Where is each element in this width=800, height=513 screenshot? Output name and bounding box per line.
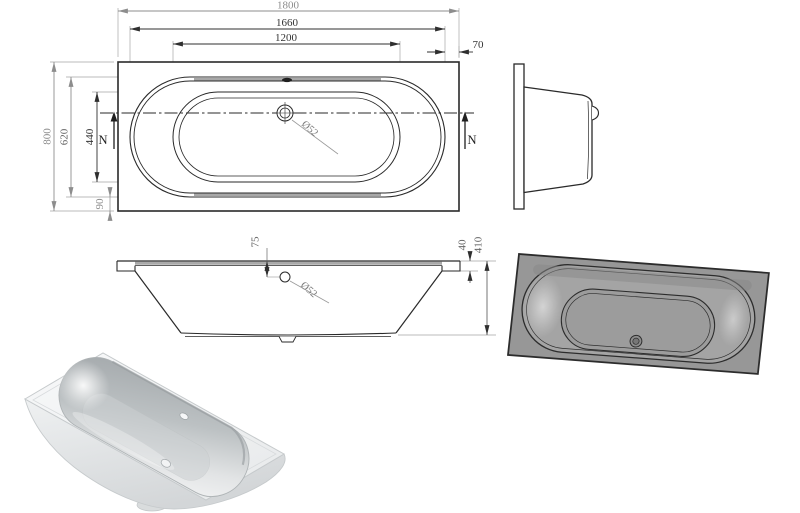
- iso-bottom-inner: [565, 293, 711, 353]
- end-body: [523, 86, 593, 194]
- iso-far-wall-shade: [533, 264, 752, 291]
- section-arrow-right: [461, 111, 469, 149]
- end-wall-line: [587, 100, 589, 180]
- render-gloss-left: [56, 360, 110, 411]
- side-waste-boss: [278, 336, 297, 343]
- side-bottom: [180, 332, 397, 336]
- dim-40: 40: [457, 239, 469, 251]
- iso-shaded-view: [506, 253, 770, 375]
- dim-620: 620: [59, 128, 71, 145]
- dim-75: 75: [250, 236, 262, 248]
- dim-1800: 1800: [277, 0, 300, 12]
- side-overflow-diameter: Ø52: [298, 280, 319, 300]
- dim-800: 800: [42, 128, 54, 145]
- section-label-right: N: [467, 133, 476, 147]
- side-wall-right: [395, 270, 443, 334]
- plan-waste-leader: [291, 119, 339, 155]
- side-tab-left: [116, 261, 136, 272]
- side-extension-lines: [267, 260, 496, 336]
- side-overflow-hole: [279, 271, 291, 283]
- iso-bottom-outer: [560, 288, 716, 357]
- dim-1660: 1660: [276, 17, 299, 29]
- dim-440: 440: [84, 128, 96, 145]
- render-basin: [56, 357, 250, 497]
- plan-rim-outer: [129, 76, 446, 198]
- side-overflow-leader: [289, 280, 330, 304]
- plan-overflow-mark: [282, 77, 292, 83]
- render-shell: [24, 398, 286, 510]
- section-arrow-left: [110, 111, 118, 149]
- iso-highlight-left: [522, 275, 563, 338]
- render-overflow-hole: [179, 412, 189, 420]
- dim-410: 410: [473, 236, 485, 253]
- side-view: Ø52 75 40 410: [116, 236, 496, 343]
- plan-bottom-outer: [172, 91, 401, 183]
- dim-90: 90: [94, 198, 106, 210]
- section-label-left: N: [98, 133, 107, 147]
- iso-highlight-right: [718, 292, 749, 347]
- plan-tub-outline: [117, 61, 460, 212]
- dim-70: 70: [473, 39, 485, 51]
- side-tab-right: [441, 261, 461, 272]
- render-drain-hole: [160, 458, 171, 468]
- render-gloss-near: [72, 411, 175, 470]
- render-basin-far-wall: [111, 360, 246, 466]
- render-view: [23, 352, 286, 512]
- end-flange: [513, 63, 525, 210]
- plan-rim-inner: [133, 80, 442, 194]
- plan-waste-symbol: [274, 102, 296, 124]
- side-wall-left: [134, 270, 182, 334]
- dim-1200: 1200: [275, 32, 298, 44]
- iso-drain-inner: [632, 337, 640, 345]
- end-overflow-boss: [591, 105, 600, 121]
- plan-view: 1800 1660 1200 70 800 620 440 90: [42, 0, 485, 221]
- end-view: [513, 63, 600, 210]
